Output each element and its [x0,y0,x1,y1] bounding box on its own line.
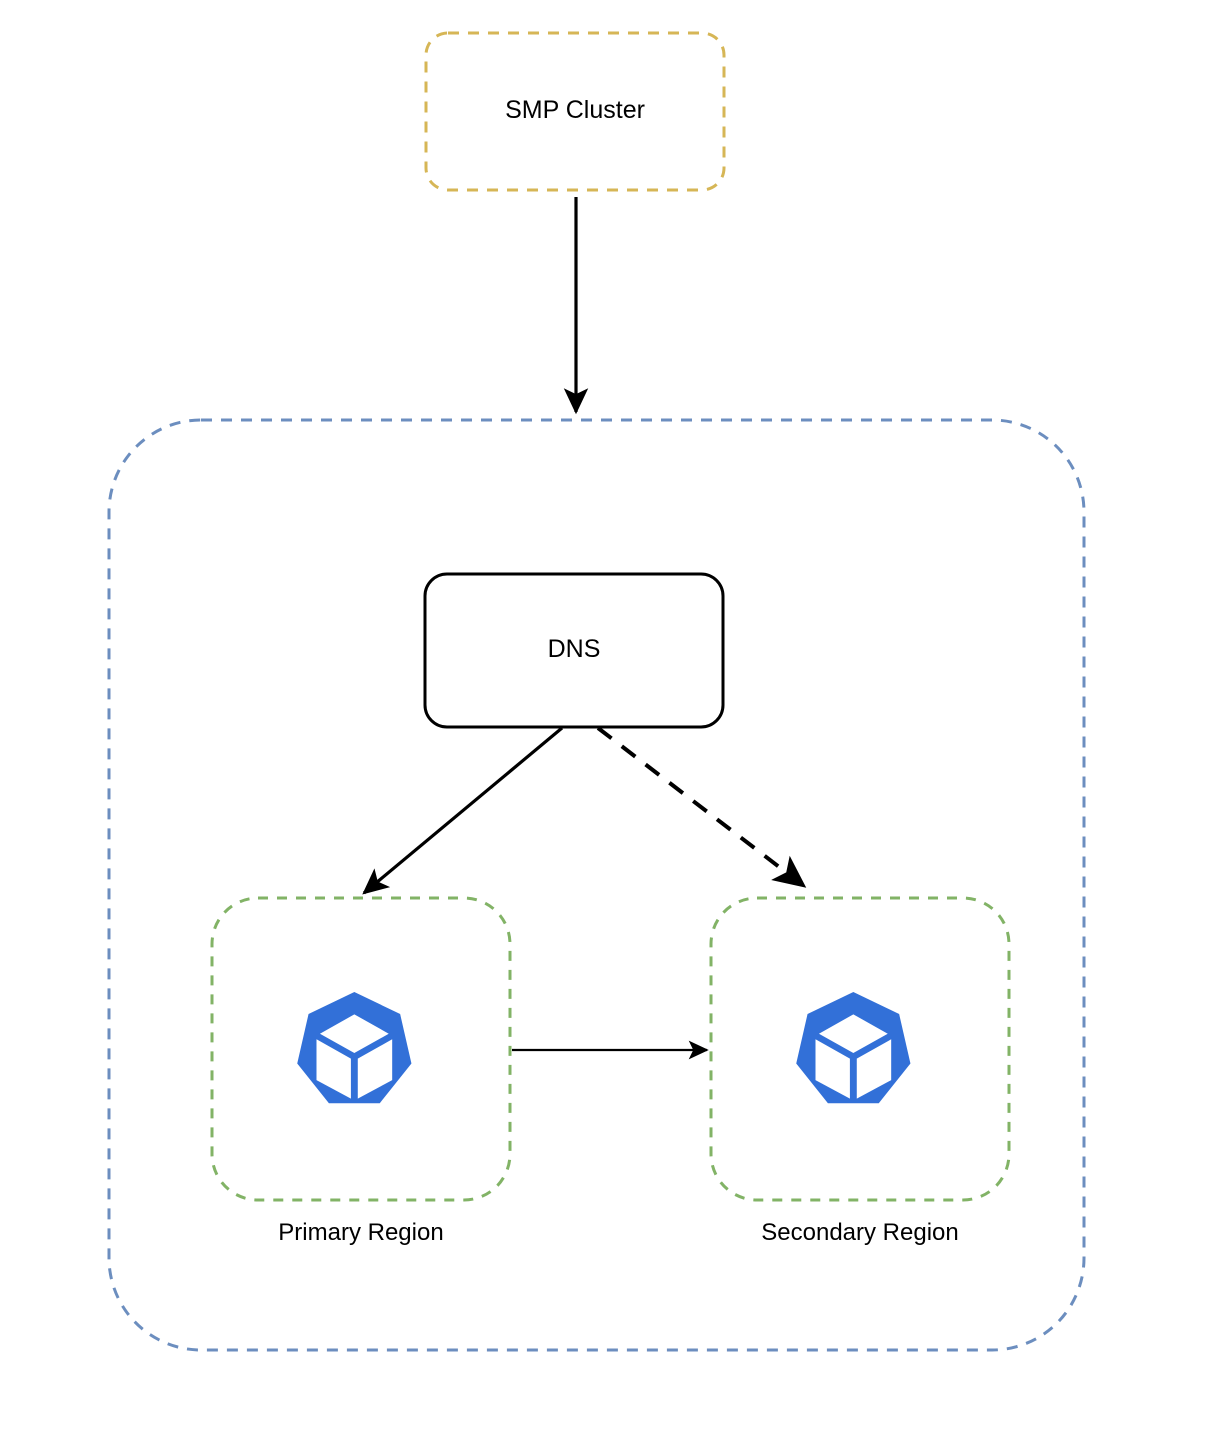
edge-dns-to-primary[interactable] [362,726,564,895]
kubernetes-icon [297,992,412,1104]
dns-box[interactable] [423,572,725,729]
primary-region-box[interactable] [210,896,512,1202]
outer-container-box[interactable] [107,418,1086,1352]
kubernetes-icon [796,992,911,1104]
smp-cluster-box[interactable] [424,31,726,192]
secondary-region-box[interactable] [709,896,1011,1202]
edge-dns-to-secondary[interactable] [596,726,807,888]
